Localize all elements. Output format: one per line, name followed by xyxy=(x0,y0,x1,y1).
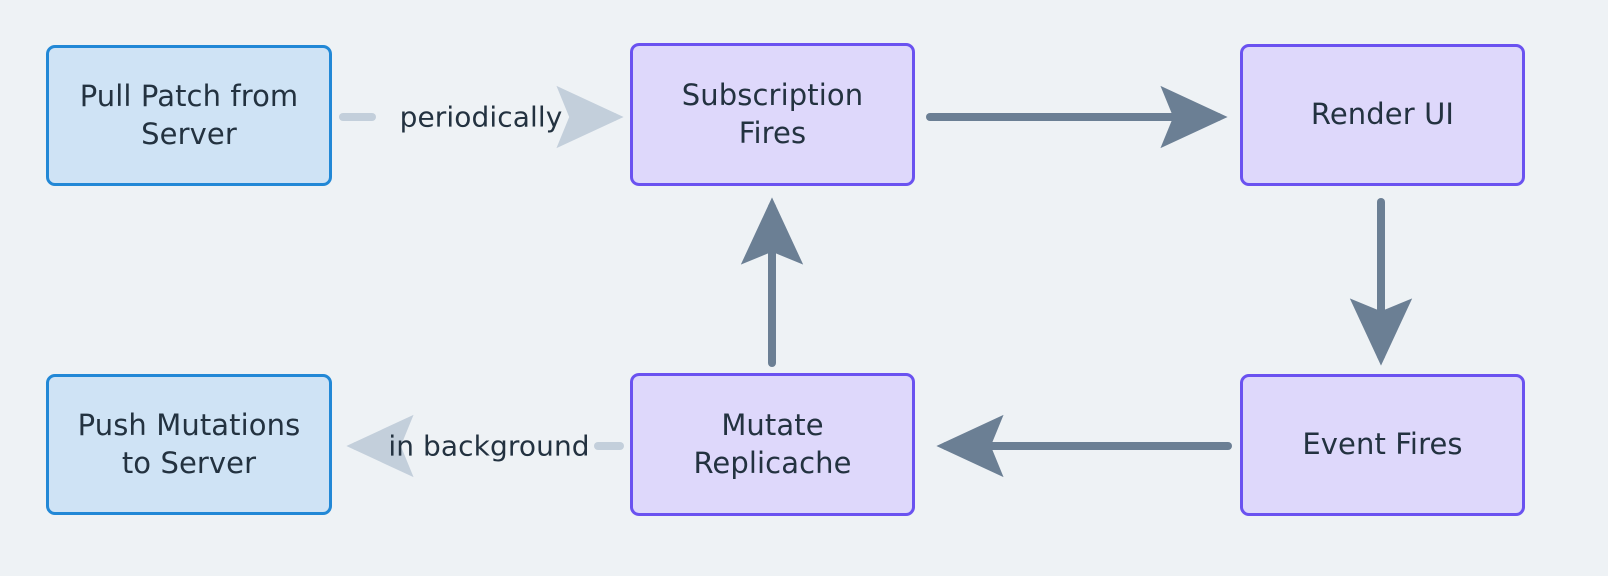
edge-label-periodically: periodically xyxy=(399,100,563,134)
node-label: Push Mutations to Server xyxy=(77,408,301,480)
node-subscription-fires[interactable]: Subscription Fires xyxy=(630,43,915,186)
node-push-mutations-to-server[interactable]: Push Mutations to Server xyxy=(46,374,332,515)
edge-label-in-background: in background xyxy=(388,429,590,463)
node-label: Render UI xyxy=(1310,97,1455,132)
node-mutate-replicache[interactable]: Mutate Replicache xyxy=(630,373,915,516)
node-pull-patch-from-server[interactable]: Pull Patch from Server xyxy=(46,45,332,186)
node-event-fires[interactable]: Event Fires xyxy=(1240,374,1525,516)
node-label: Mutate Replicache xyxy=(693,408,852,480)
node-render-ui[interactable]: Render UI xyxy=(1240,44,1525,186)
node-label: Pull Patch from Server xyxy=(79,79,299,151)
node-label: Event Fires xyxy=(1302,427,1463,462)
node-label: Subscription Fires xyxy=(681,78,864,150)
